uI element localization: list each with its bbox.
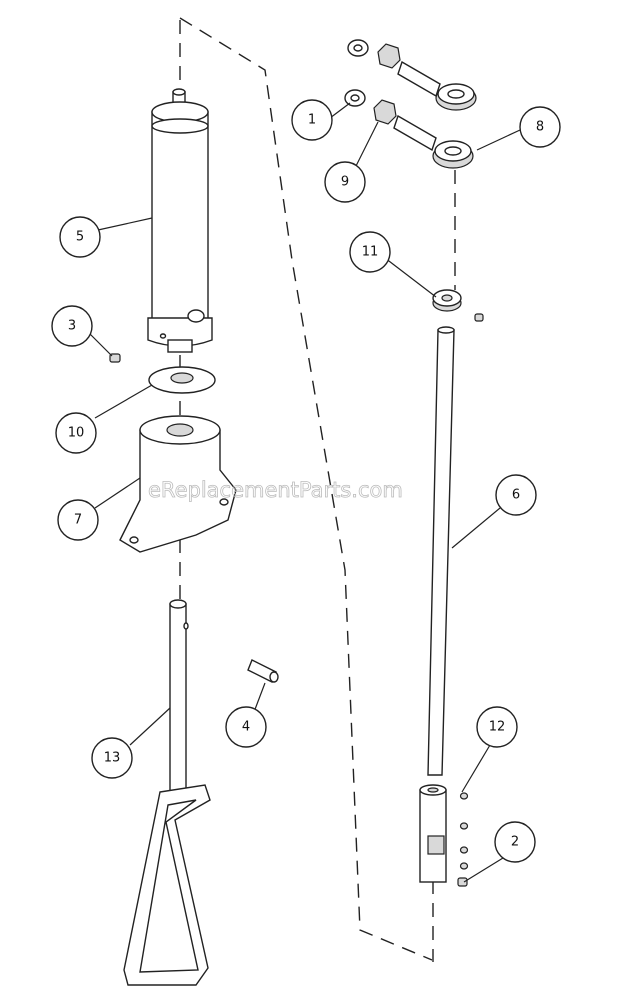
- large-washer: [148, 366, 216, 394]
- watermark-text: eReplacementParts.com: [148, 478, 403, 502]
- callout-label-2: 2: [511, 835, 519, 850]
- callout-label-5: 5: [76, 230, 84, 245]
- callout-label-12: 12: [489, 720, 506, 735]
- callout-label-6: 6: [512, 488, 520, 503]
- coupler-screw: [457, 877, 468, 887]
- callout-6: 6: [495, 474, 537, 516]
- callout-label-9: 9: [341, 175, 349, 190]
- washer-nut-lower: [344, 89, 397, 125]
- callout-label-1: 1: [308, 113, 316, 128]
- callout-11: 11: [349, 231, 391, 273]
- assembly-boundary-dashed: [179, 17, 433, 961]
- callout-5: 5: [59, 216, 101, 258]
- mounting-bracket: [119, 415, 237, 553]
- coupler: [419, 784, 469, 883]
- callout-10: 10: [55, 412, 97, 454]
- callout-label-8: 8: [536, 120, 544, 135]
- callout-12: 12: [476, 706, 518, 748]
- callout-9: 9: [324, 161, 366, 203]
- callout-1: 1: [291, 99, 333, 141]
- callout-7: 7: [57, 499, 99, 541]
- leader-lines: [89, 102, 521, 883]
- callout-4: 4: [225, 706, 267, 748]
- rod-end-lower: [393, 114, 474, 169]
- hydraulic-cylinder: [147, 88, 213, 353]
- washer-nut-upper: [347, 39, 401, 69]
- callout-label-11: 11: [362, 245, 379, 260]
- callout-13: 13: [91, 737, 133, 779]
- callout-label-3: 3: [68, 319, 76, 334]
- callout-label-7: 7: [74, 513, 82, 528]
- callout-label-10: 10: [68, 426, 85, 441]
- callout-8: 8: [519, 106, 561, 148]
- shaft: [427, 326, 455, 776]
- callout-3: 3: [51, 305, 93, 347]
- pin: [247, 659, 279, 683]
- set-screw: [109, 353, 121, 363]
- callout-label-13: 13: [104, 751, 121, 766]
- callout-2: 2: [494, 821, 536, 863]
- collar: [432, 289, 484, 322]
- rod-end-upper: [397, 60, 477, 111]
- callout-label-4: 4: [242, 720, 250, 735]
- lever-arm: [123, 599, 211, 986]
